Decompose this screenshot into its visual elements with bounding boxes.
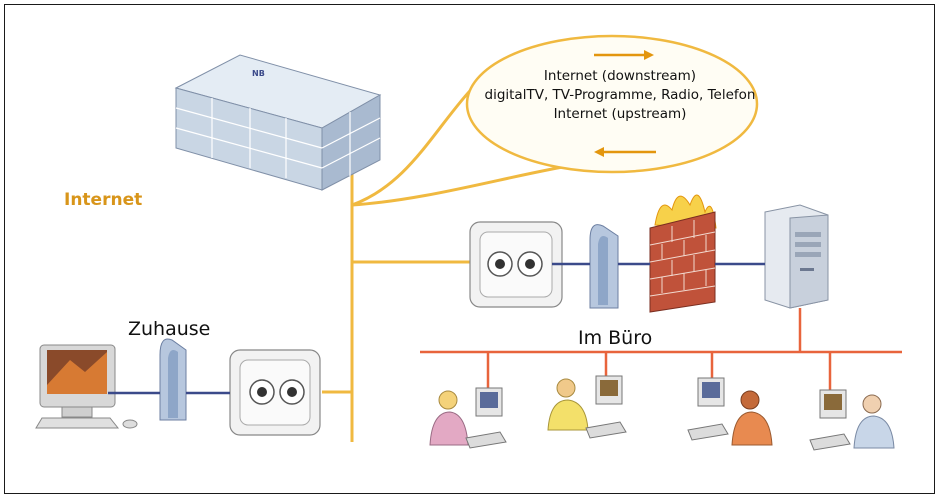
workstation-1 [429,387,507,449]
internet-label: Internet [64,190,143,210]
workstation-4 [809,389,895,451]
computer-icon [585,375,627,439]
speech-bubble [465,34,759,174]
bubble-line-services: digitalTV, TV-Programme, Radio, Telefon [484,87,756,103]
office-modem-icon [589,224,619,309]
home-computer-icon [35,344,138,429]
computer-icon [465,387,507,449]
workstation-3 [687,377,773,446]
building-icon: NB [174,54,382,191]
buero-label: Im Büro [578,327,653,349]
bubble-line-downstream: Internet (downstream) [543,68,697,84]
svg-text:NB: NB [252,69,265,78]
home-modem-icon [159,338,187,421]
computer-icon [809,389,851,451]
computer-icon [687,377,729,441]
office-lan-cable [420,308,902,390]
person-icon [429,390,469,446]
firewall-icon [649,194,717,313]
bubble-text: Internet (downstream) digitalTV, TV-Prog… [470,67,770,124]
person-icon [853,394,895,449]
bubble-line-upstream: Internet (upstream) [553,106,687,122]
upstream-arrow-icon [594,147,656,157]
workstation-2 [547,375,627,439]
person-icon [731,390,773,446]
zuhause-label: Zuhause [128,318,211,340]
person-icon [547,378,589,431]
home-socket-icon [229,349,321,436]
server-icon [764,204,829,309]
downstream-arrow-icon [594,50,654,60]
office-socket-icon [469,221,563,308]
